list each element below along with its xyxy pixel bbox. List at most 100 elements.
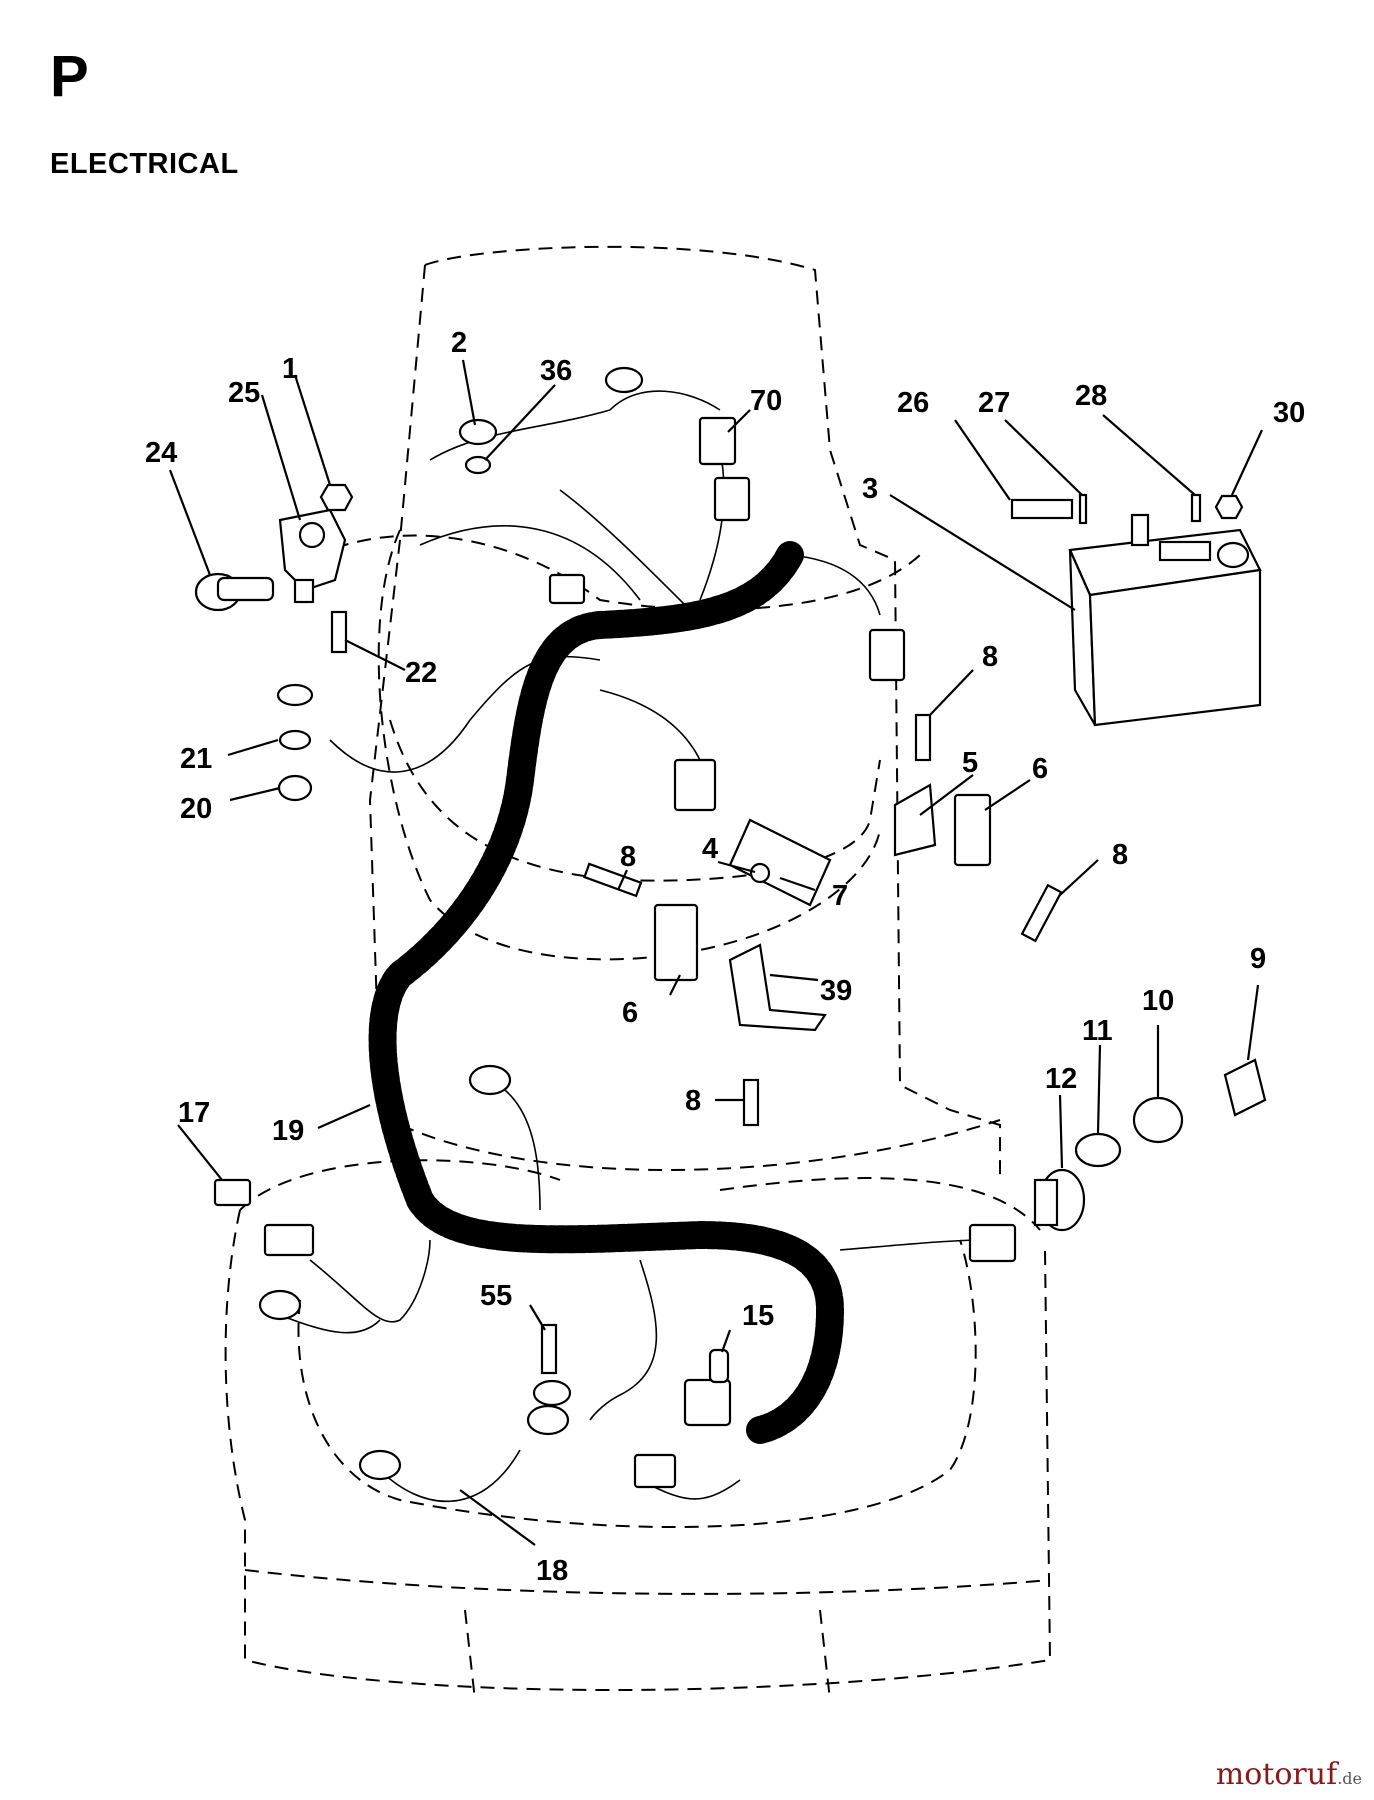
callout-21: 21 xyxy=(180,743,212,775)
callout-7: 7 xyxy=(832,880,848,912)
connector-70 xyxy=(698,416,737,466)
lock-washer xyxy=(278,729,312,751)
ignition-switch xyxy=(1033,1168,1086,1232)
battery-bolt xyxy=(1010,498,1074,520)
bolt-8-lower xyxy=(742,1078,760,1127)
callout-6-right: 6 xyxy=(1032,753,1048,785)
callout-55: 55 xyxy=(480,1280,512,1312)
ring-terminal-left xyxy=(258,1289,302,1321)
seat-switch xyxy=(683,1348,732,1427)
callout-9: 9 xyxy=(1250,943,1266,975)
callout-8-right: 8 xyxy=(1112,839,1128,871)
wires xyxy=(279,390,986,1503)
connector-plug-d xyxy=(548,573,586,605)
callout-8-lower: 8 xyxy=(685,1085,701,1117)
ring-terminal-top xyxy=(604,366,644,394)
bolt-55 xyxy=(540,1323,558,1375)
bracket-7 xyxy=(728,818,832,907)
console-outline xyxy=(379,1114,1001,1171)
bolt-8-center xyxy=(583,862,643,898)
hood-left-outline xyxy=(368,264,426,1101)
terminal-cap xyxy=(194,572,275,612)
switch-6-right xyxy=(953,793,992,867)
ring-terminal xyxy=(276,683,314,707)
callout-27: 27 xyxy=(978,387,1010,419)
fuse xyxy=(213,1178,252,1207)
bolt-22 xyxy=(330,610,348,654)
ground-ring-lower xyxy=(358,1449,402,1481)
ground-ring-mid xyxy=(526,1404,570,1436)
connector-plug-b xyxy=(868,628,906,682)
solenoid xyxy=(278,508,347,604)
callout-25: 25 xyxy=(228,377,260,409)
callout-11: 11 xyxy=(1082,1015,1113,1047)
seat-connector xyxy=(633,1453,677,1489)
connector-plug-c xyxy=(673,758,717,812)
callout-20: 20 xyxy=(180,793,212,825)
callout-30: 30 xyxy=(1273,397,1305,429)
callout-1: 1 xyxy=(282,353,298,385)
section-title: ELECTRICAL xyxy=(50,148,239,180)
hood-outline xyxy=(424,245,1001,1180)
callout-12: 12 xyxy=(1045,1063,1077,1095)
callout-22: 22 xyxy=(405,657,437,689)
callout-10: 10 xyxy=(1142,985,1174,1017)
watermark-logo: motoruf.de xyxy=(1216,1757,1362,1792)
fender-bottom-outline xyxy=(244,1569,1051,1595)
ignition-nut xyxy=(1074,1132,1122,1168)
callout-6-center: 6 xyxy=(622,997,638,1029)
ignition-key xyxy=(1223,1058,1267,1117)
battery-spacer xyxy=(1190,493,1202,523)
battery xyxy=(1068,513,1262,727)
callout-17: 17 xyxy=(178,1097,210,1129)
callout-19: 19 xyxy=(272,1115,304,1147)
watermark-suffix: .de xyxy=(1337,1769,1362,1788)
ground-ring-55 xyxy=(532,1379,572,1407)
section-letter: P xyxy=(50,44,89,109)
callout-3: 3 xyxy=(862,473,878,505)
battery-washer xyxy=(1078,493,1088,525)
callout-70: 70 xyxy=(750,385,782,417)
frame-left-outline xyxy=(464,1609,831,1701)
harness-connector-ignition xyxy=(968,1223,1017,1263)
callout-28: 28 xyxy=(1075,380,1107,412)
watermark-main: motoruf xyxy=(1215,1757,1338,1792)
ring-terminal-console xyxy=(468,1064,512,1096)
leader-lines xyxy=(168,359,1263,1546)
bolt-8-right-lower xyxy=(1020,883,1063,943)
battery-nut xyxy=(1214,494,1244,520)
callout-24: 24 xyxy=(145,437,177,469)
nut-20 xyxy=(277,774,313,802)
callout-8-top: 8 xyxy=(982,641,998,673)
callout-4: 4 xyxy=(702,833,718,865)
harness-coil xyxy=(368,541,845,1444)
bolt-8-right xyxy=(914,713,932,762)
ground-ring xyxy=(458,418,498,446)
seat-inner-outline xyxy=(297,1239,977,1529)
nut xyxy=(319,483,354,512)
dash-outline xyxy=(334,534,921,611)
callout-26: 26 xyxy=(897,387,929,419)
callout-2: 2 xyxy=(451,327,467,359)
bracket-39 xyxy=(728,943,827,1032)
callout-39: 39 xyxy=(820,975,852,1007)
switch-6-center xyxy=(653,903,699,982)
fender-left-outline xyxy=(224,1209,1052,1691)
tractor-outline xyxy=(224,245,1052,1701)
connector-plug-a xyxy=(713,476,751,522)
star-washer xyxy=(464,455,492,475)
seat-outline xyxy=(239,1159,1041,1231)
fuse-holder xyxy=(263,1223,315,1257)
bezel xyxy=(1132,1096,1184,1144)
callout-15: 15 xyxy=(742,1300,774,1332)
callout-8-center: 8 xyxy=(620,841,636,873)
screw-4 xyxy=(749,862,771,884)
bracket-5 xyxy=(893,783,937,857)
callout-18: 18 xyxy=(536,1555,568,1587)
callout-5: 5 xyxy=(962,747,978,779)
dash-curve-outline xyxy=(377,529,881,961)
callout-36: 36 xyxy=(540,355,572,387)
callout-labels: 1 2 3 4 5 6 6 7 8 8 8 8 9 10 11 12 15 17… xyxy=(145,327,1305,1587)
parts xyxy=(194,366,1267,1489)
